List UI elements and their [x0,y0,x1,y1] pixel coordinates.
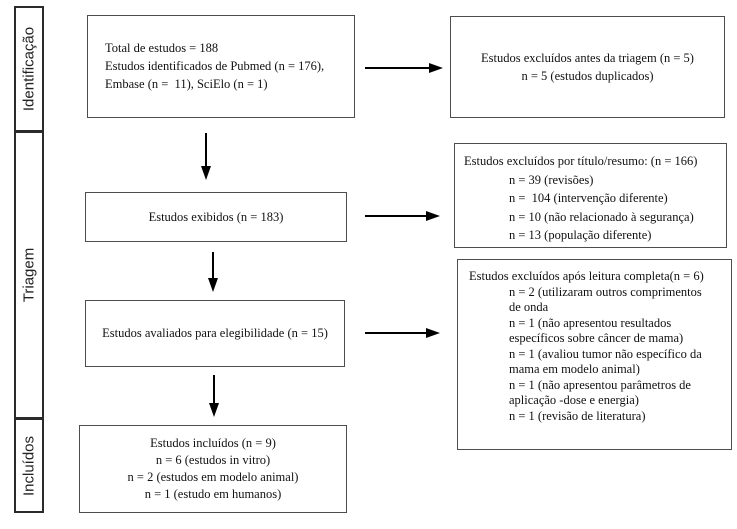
screening-box: Estudos exibidos (n = 183) [85,192,347,242]
exclusion-item: n = 1 (não apresentou resultados específ… [509,315,684,346]
stage-screening: Triagem [14,131,44,419]
exclusion-item: n = 39 (revisões) [509,172,594,187]
excluded-title-abstract-heading: Estudos excluídos por título/resumo: (n … [464,154,698,168]
exclusion-item: n = 10 (não relacionado à segurança) [509,209,694,224]
excluded-before-screening-box: Estudos excluídos antes da triagem (n = … [450,16,725,118]
excluded-title-abstract-box: Estudos excluídos por título/resumo: (n … [454,143,727,248]
eligibility-box-text: Estudos avaliados para elegibilidade (n … [102,326,328,340]
included-box-text: Estudos incluídos (n = 9) n = 6 (estudos… [127,436,299,501]
excluded-full-text-box: Estudos excluídos após leitura completa(… [457,259,732,450]
exclusion-item: n = 1 (revisão de literatura) [509,408,646,423]
exclusion-item: n = 13 (população diferente) [509,228,652,242]
excluded-before-screening-text: Estudos excluídos antes da triagem (n = … [481,51,694,83]
included-box: Estudos incluídos (n = 9) n = 6 (estudos… [79,425,347,513]
exclusion-item: n = 1 (não apresentou parâmetros de apli… [509,377,691,408]
stage-identification-label: Identificação [20,26,38,112]
stage-included: Incluídos [14,418,44,513]
screening-box-text: Estudos exibidos (n = 183) [148,209,284,224]
identification-box: Total de estudos = 188 Estudos identific… [87,15,355,118]
stage-included-label: Incluídos [20,435,38,496]
exclusion-item: n = 104 (intervenção diferente) [509,191,668,205]
stage-identification: Identificação [14,6,44,132]
excluded-full-text-heading: Estudos excluídos após leitura completa(… [469,269,704,283]
exclusion-item: n = 1 (avaliou tumor não específico da m… [509,346,702,377]
eligibility-box: Estudos avaliados para elegibilidade (n … [85,300,345,367]
identification-box-text: Total de estudos = 188 Estudos identific… [105,41,325,91]
exclusion-item: n = 2 (utilizaram outros comprimentos de… [509,284,702,315]
stage-screening-label: Triagem [20,247,38,303]
